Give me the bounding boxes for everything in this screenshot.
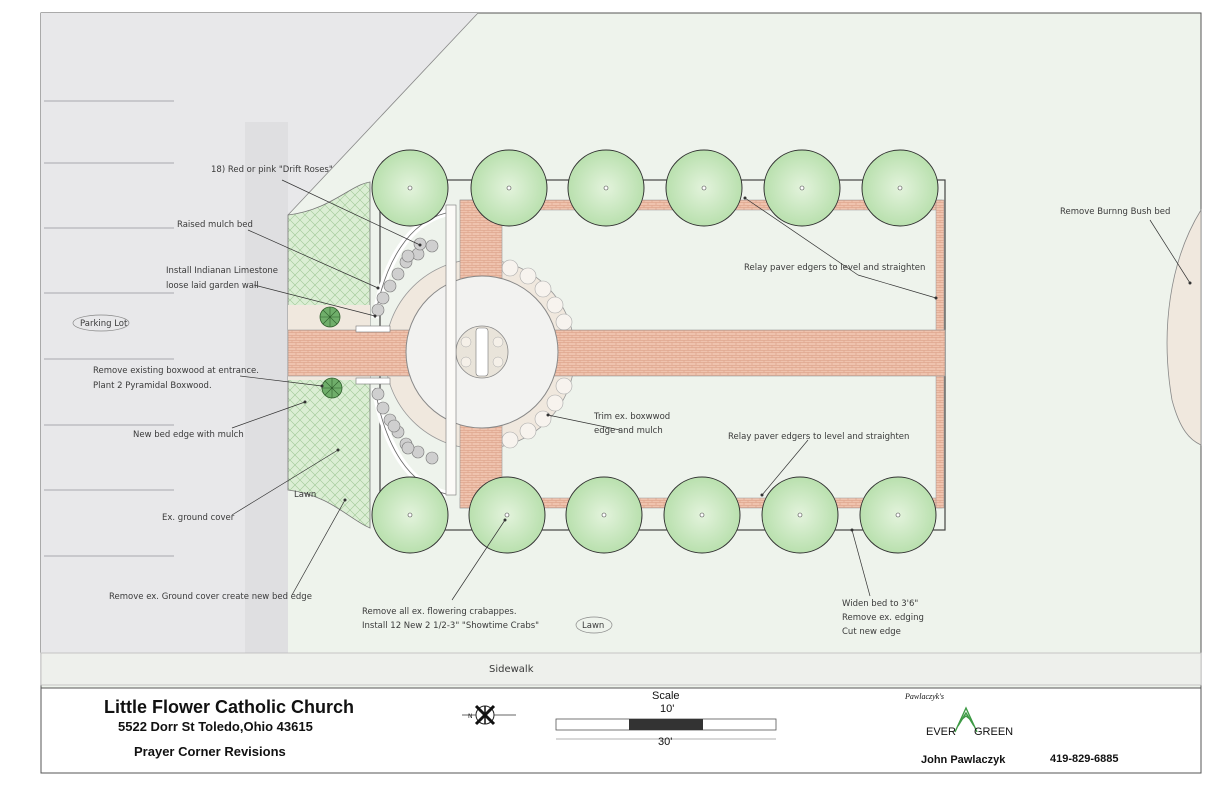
title-block xyxy=(40,687,1202,774)
label-limestone-1: Install Indianan Limestone xyxy=(166,266,278,276)
burning-bush-bed xyxy=(1166,208,1202,446)
brick-walk-horizontal xyxy=(287,329,946,377)
label-trim-boxwood-1: Trim ex. boxwwod xyxy=(593,412,670,422)
label-burning-bush: Remove Burnng Bush bed xyxy=(1060,207,1170,217)
scale-label: Scale xyxy=(652,690,680,702)
label-lawn-bottom: Lawn xyxy=(582,621,604,631)
evergreen-tree-logo-icon xyxy=(954,706,978,733)
project-title: Little Flower Catholic Church xyxy=(104,697,355,717)
label-new-bed-edge: New bed edge with mulch xyxy=(133,430,244,440)
label-limestone-2: loose laid garden wall xyxy=(166,281,259,291)
sidewalk xyxy=(40,652,1202,686)
label-lawn-left: Lawn xyxy=(294,490,316,500)
label-remove-crabapples-2: Install 12 New 2 1/2-3" "Showtime Crabs" xyxy=(362,621,539,631)
label-widen-3: Cut new edge xyxy=(842,627,901,637)
label-raised-mulch: Raised mulch bed xyxy=(177,220,253,230)
label-ex-ground-cover: Ex. ground cover xyxy=(162,513,235,523)
pyramidal-boxwood xyxy=(319,306,343,399)
logo-text-left: EVER xyxy=(926,726,956,738)
label-parking-lot: Parking Lot xyxy=(80,319,128,329)
label-trim-boxwood-2: edge and mulch xyxy=(594,426,663,436)
scale-bar xyxy=(555,718,777,740)
svg-text:N: N xyxy=(468,713,473,720)
north-arrow-icon: N xyxy=(462,704,516,726)
project-subtitle: Prayer Corner Revisions xyxy=(134,744,286,759)
label-relay-bottom: Relay paver edgers to level and straight… xyxy=(728,432,909,442)
project-address: 5522 Dorr St Toledo,Ohio 43615 xyxy=(118,719,313,734)
label-relay-top: Relay paver edgers to level and straight… xyxy=(744,263,925,273)
label-widen-1: Widen bed to 3'6" xyxy=(842,599,918,609)
parking-stripes xyxy=(44,100,174,557)
company-name: Pawlaczyk's xyxy=(905,692,945,701)
scale-small-label: 10' xyxy=(660,703,675,715)
designer-phone: 419-829-6885 xyxy=(1050,753,1119,765)
label-remove-boxwood-2: Plant 2 Pyramidal Boxwood. xyxy=(93,381,212,391)
scale-large-label: 30' xyxy=(658,736,673,748)
logo-text-right: GREEN xyxy=(974,726,1014,738)
leader-lines xyxy=(231,179,1191,601)
label-widen-2: Remove ex. edging xyxy=(842,613,924,623)
label-sidewalk: Sidewalk xyxy=(489,664,534,675)
designer-name: John Pawlaczyk xyxy=(921,754,1006,766)
label-remove-boxwood-1: Remove existing boxwood at entrance. xyxy=(93,366,259,376)
label-remove-ground-cover: Remove ex. Ground cover create new bed e… xyxy=(109,592,312,602)
boxwood-ring xyxy=(501,259,573,449)
drift-roses xyxy=(371,237,439,465)
label-remove-crabapples-1: Remove all ex. flowering crabappes. xyxy=(362,607,517,617)
label-drift-roses: 18) Red or pink "Drift Roses" xyxy=(211,165,333,175)
